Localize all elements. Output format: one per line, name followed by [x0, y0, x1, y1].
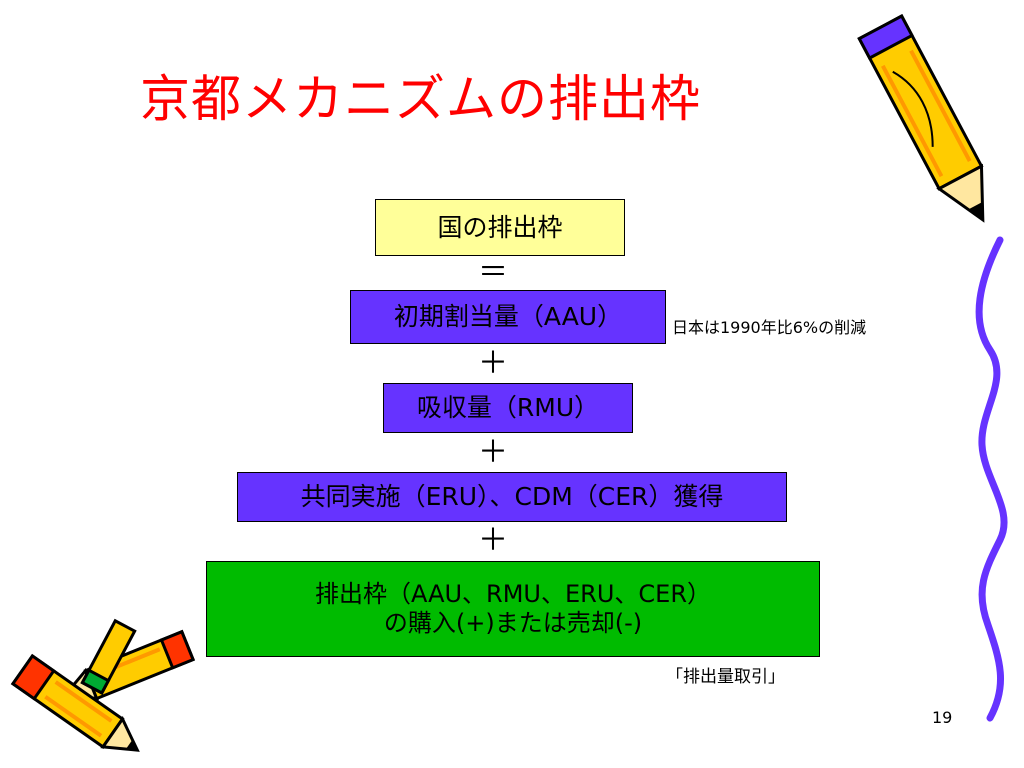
- plus-sign: ＋: [478, 435, 508, 470]
- eru-cer-box: 共同実施（ERU）、CDM（CER）獲得: [237, 472, 787, 522]
- trading-line-2: の購入(+)または売却(-): [383, 609, 643, 637]
- wavy-line-decoration: [975, 236, 1008, 722]
- eru-cer-label: 共同実施（ERU）、CDM（CER）獲得: [300, 482, 724, 511]
- page-number: 19: [932, 708, 953, 727]
- equals-sign: ＝: [478, 255, 508, 290]
- national-quota-label: 国の排出枠: [437, 212, 563, 242]
- emissions-trading-note: 「排出量取引」: [666, 667, 785, 687]
- slide-title: 京都メカニズムの排出枠: [140, 70, 701, 128]
- national-quota-box: 国の排出枠: [375, 199, 625, 256]
- emissions-trading-box: 排出枠（AAU、RMU、ERU、CER） の購入(+)または売却(-): [206, 561, 820, 657]
- rmu-label: 吸収量（RMU）: [416, 393, 600, 422]
- pencil-icon: [857, 14, 985, 223]
- trading-line-1: 排出枠（AAU、RMU、ERU、CER）: [314, 580, 712, 609]
- pencil-icon: [10, 653, 140, 752]
- aau-label: 初期割当量（AAU）: [393, 302, 623, 331]
- plus-sign: ＋: [478, 523, 508, 558]
- plus-sign: ＋: [478, 346, 508, 381]
- rmu-box: 吸収量（RMU）: [383, 383, 633, 433]
- aau-note: 日本は1990年比6%の削減: [672, 318, 867, 337]
- aau-box: 初期割当量（AAU）: [350, 290, 666, 344]
